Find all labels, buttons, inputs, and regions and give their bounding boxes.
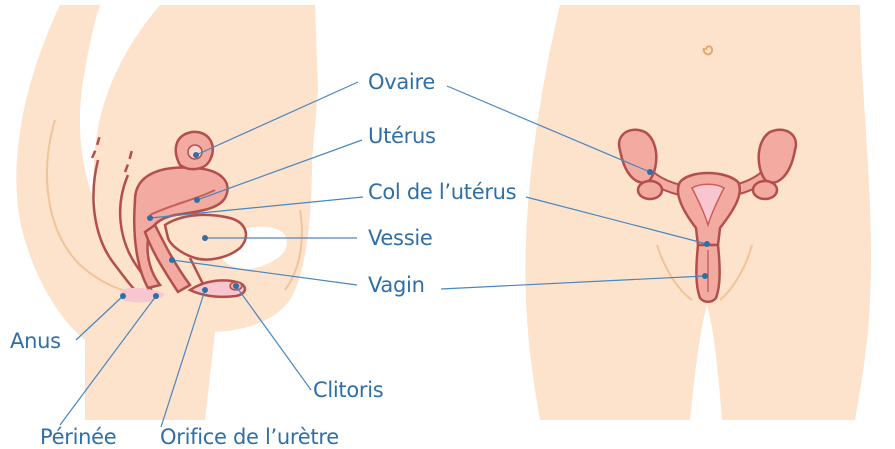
dot-ovary-side [193, 152, 199, 158]
front-view [525, 5, 871, 420]
dot-bladder [202, 235, 208, 241]
right-ovary [753, 181, 777, 199]
label-ovary: Ovaire [368, 70, 435, 94]
dot-ovary-front [647, 169, 653, 175]
label-clitoris: Clitoris [313, 378, 383, 402]
side-view [16, 5, 318, 420]
dot-cervix-side [147, 215, 153, 221]
label-perineum: Périnée [40, 425, 116, 449]
dot-vagina-side [169, 257, 175, 263]
label-uterus: Utérus [368, 124, 436, 148]
label-anus: Anus [10, 329, 61, 353]
dot-clitoris [233, 283, 239, 289]
dot-anus [120, 293, 126, 299]
label-cervix: Col de l’utérus [368, 180, 516, 204]
dot-cervix-front [704, 241, 710, 247]
dot-perineum [153, 293, 159, 299]
label-bladder: Vessie [368, 226, 433, 250]
dot-urethral-orifice [202, 287, 208, 293]
label-vagina: Vagin [368, 273, 425, 297]
dot-uterus [194, 197, 200, 203]
left-ovary [638, 181, 662, 199]
dot-vagina-front [702, 273, 708, 279]
label-urethral-orifice: Orifice de l’urètre [160, 425, 339, 449]
